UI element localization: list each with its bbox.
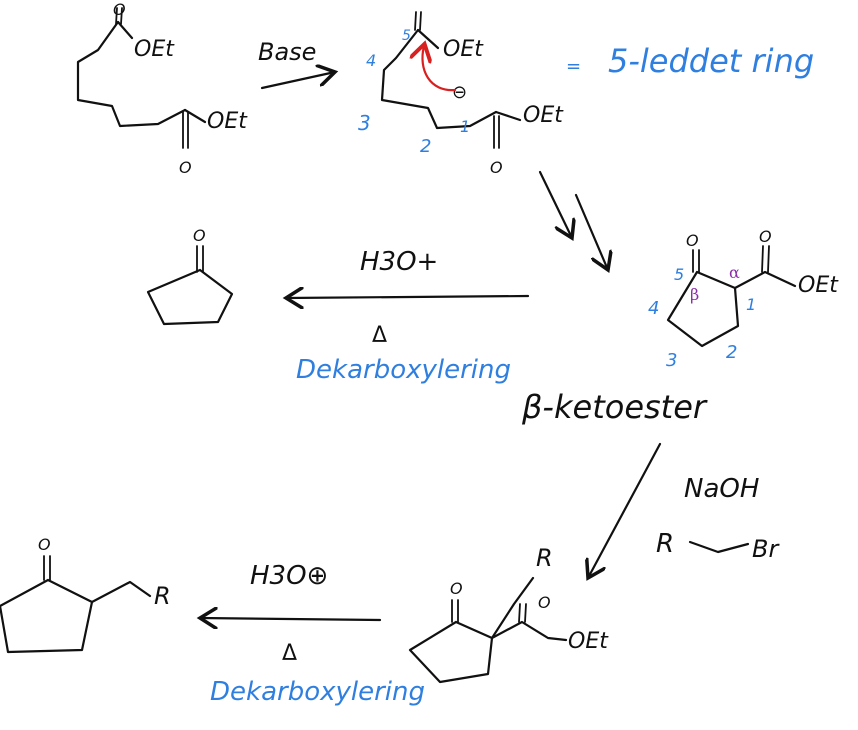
cyclopentanone-structure: O [146, 226, 234, 326]
decarb-arrow-2: H3O⊕ Δ Dekarboxylering [200, 561, 425, 707]
diester-oet-bottom: OEt [207, 109, 248, 134]
alkylated-oxygen-ester: O [538, 593, 551, 612]
product-oxygen: O [38, 535, 51, 554]
ketoester-num-1: 1 [746, 295, 756, 314]
alkylation-naoh: NaOH [684, 474, 759, 504]
decarb1-label: Dekarboxylering [296, 355, 511, 385]
ketoester-oxygen-ester: O [759, 227, 772, 246]
electron-push-arrow [422, 46, 457, 92]
ketoester-alpha: α [729, 263, 740, 282]
ring-note-text: 5-leddet ring [608, 42, 814, 80]
alkylation-r: R [656, 529, 674, 559]
ketoester-beta: β [690, 285, 699, 304]
base-arrow: Base [258, 38, 335, 90]
diester-oxygen-bottom: O [179, 158, 192, 177]
enolate-num-4: 4 [366, 51, 376, 70]
enolate-structure: O OEt OEt ⊖ 5 4 3 2 1 [358, 11, 564, 177]
enolate-num-2: 2 [420, 136, 431, 157]
decarb1-reagent: H3O+ [360, 247, 438, 277]
cyclization-arrow [538, 170, 608, 270]
ketoester-name: β-ketoester [521, 388, 708, 426]
ketoester-num-5: 5 [674, 265, 684, 284]
diester-oxygen-top: O [113, 0, 126, 19]
enolate-oet-right: OEt [523, 103, 564, 128]
decarb2-reagent: H3O⊕ [250, 561, 328, 591]
enolate-num-1: 1 [460, 117, 470, 136]
ketoester-num-3: 3 [666, 350, 677, 371]
decarb-arrow-1: H3O+ Δ Dekarboxylering [286, 247, 530, 385]
diester-oet-top: OEt [134, 37, 175, 62]
enolate-num-5: 5 [402, 28, 411, 44]
diester-structure: O O OEt OEt [76, 0, 248, 177]
ring-note: = 5-leddet ring [566, 42, 814, 80]
enolate-oxygen-bottom: O [490, 158, 503, 177]
decarb1-heat: Δ [372, 323, 387, 348]
enolate-charge: ⊖ [452, 82, 467, 103]
product-structure: O R [0, 535, 171, 654]
base-label: Base [258, 38, 316, 66]
ketoester-oet: OEt [798, 273, 839, 298]
alkylated-r: R [536, 544, 553, 572]
product-r: R [154, 582, 171, 610]
ketoester-oxygen-ketone: O [686, 231, 699, 250]
ketoester-num-4: 4 [648, 298, 659, 319]
enolate-oet-top: OEt [443, 37, 484, 62]
cyclopentanone-oxygen: O [193, 226, 206, 245]
ketoester-structure: O O OEt α β 5 4 3 2 1 β-ketoester [521, 227, 839, 426]
ketoester-num-2: 2 [726, 342, 737, 363]
enolate-num-3: 3 [358, 111, 371, 135]
ring-note-equals: = [566, 56, 581, 77]
alkylated-oxygen-ketone: O [450, 579, 463, 598]
decarb2-label: Dekarboxylering [210, 677, 425, 707]
alkylation-arrow: NaOH R Br [588, 442, 780, 578]
decarb2-heat: Δ [282, 641, 297, 666]
alkylated-structure: O O OEt R [408, 544, 609, 684]
alkylation-bond [688, 540, 750, 554]
alkylation-br: Br [752, 535, 780, 563]
alkylated-oet: OEt [568, 629, 609, 654]
